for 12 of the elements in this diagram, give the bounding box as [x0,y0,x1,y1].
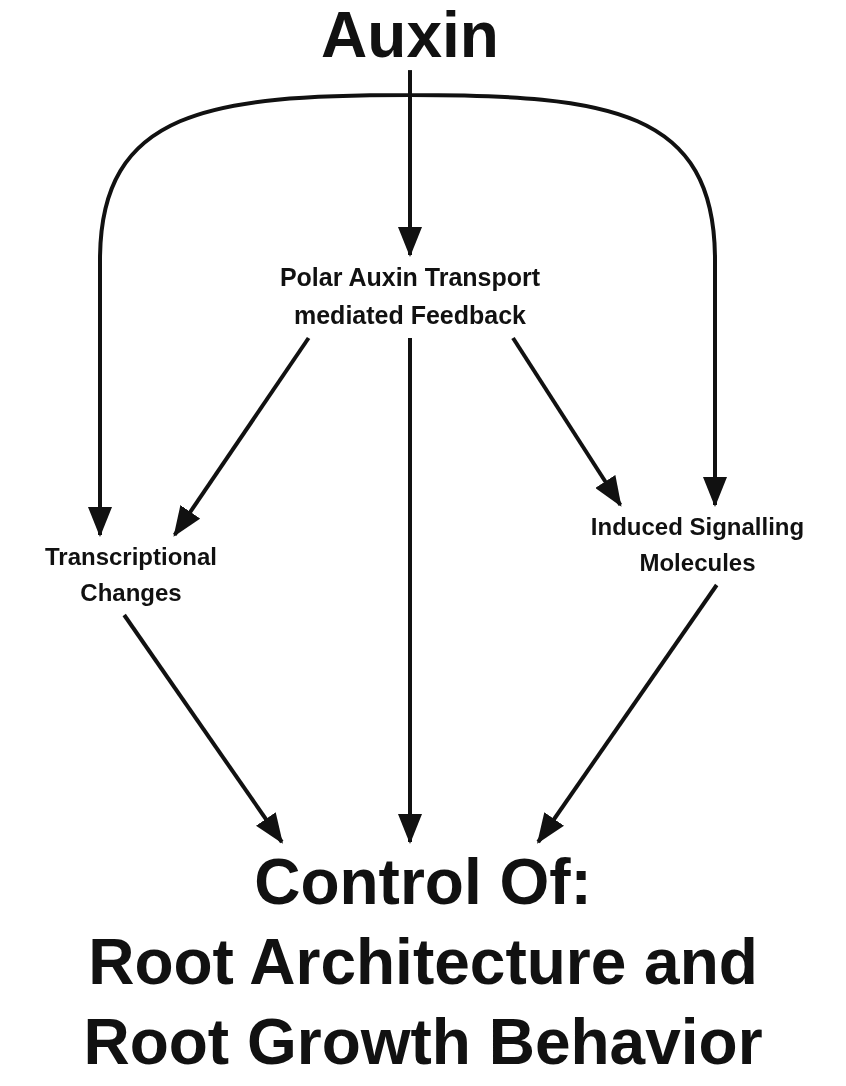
process-label: Polar Auxin Transport mediated Feedback [278,262,542,331]
heading-label: Control Of: [253,845,593,920]
arrow [172,336,311,537]
process-label: Transcriptional Changes [43,542,218,608]
arrow [511,336,623,507]
process-label: Induced Signalling Molecules [589,512,806,578]
title-label: Auxin [320,0,500,71]
outcome-label: Root Architecture and Root Growth Behavior [82,925,764,1080]
arrow [122,613,284,844]
arrow [408,70,727,507]
arrow [536,583,719,844]
arrow [398,338,422,844]
